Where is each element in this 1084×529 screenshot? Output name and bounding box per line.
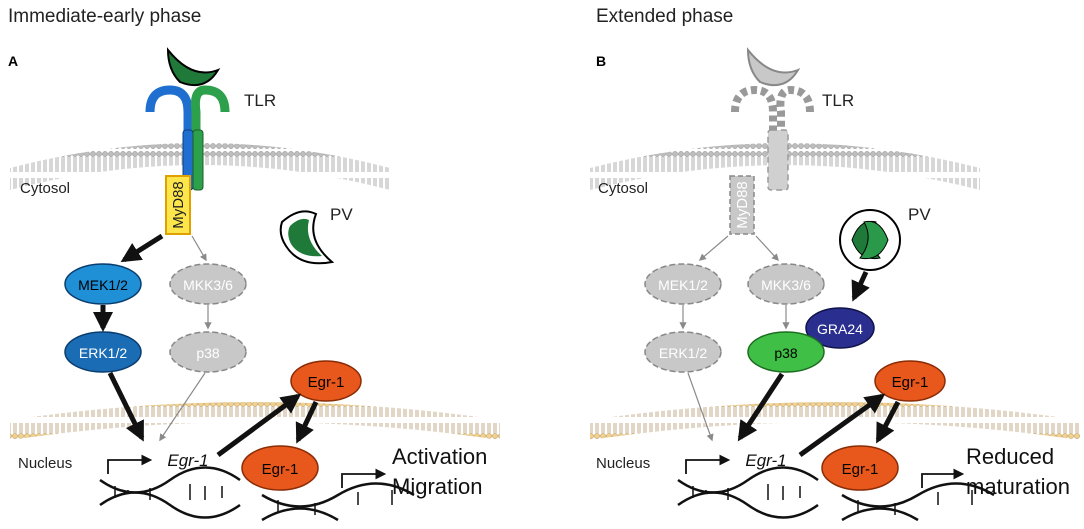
p38-node bbox=[169, 331, 247, 373]
erk-node-b bbox=[644, 331, 722, 373]
promoter-arrow-icon bbox=[107, 454, 153, 474]
tlr-label: TLR bbox=[244, 91, 276, 110]
erk-label: ERK1/2 bbox=[79, 345, 127, 361]
promoter-arrow-target-b-icon bbox=[921, 468, 965, 488]
myd88-label: MyD88 bbox=[170, 181, 187, 229]
arrow-myd88-mek-b bbox=[698, 235, 729, 261]
egr1-protein-bottom bbox=[241, 445, 319, 491]
outcome-line2: Migration bbox=[392, 474, 482, 499]
panel-b-title: Extended phase bbox=[596, 6, 733, 27]
egr1-top-label-b: Egr-1 bbox=[892, 374, 929, 391]
outcome-line2-b: maturation bbox=[966, 474, 1070, 499]
arrow-gene-protein bbox=[216, 393, 302, 458]
dna-helix-target-b-icon bbox=[841, 482, 995, 522]
pv-parasite-icon bbox=[288, 218, 322, 257]
arrow-myd88-mkk-b bbox=[755, 235, 779, 262]
plasma-membrane-b bbox=[590, 143, 980, 190]
egr1-protein-top bbox=[290, 360, 362, 402]
dna-helix-b-icon bbox=[677, 466, 819, 519]
outcome-line1-b: Reduced bbox=[966, 444, 1054, 469]
egr1-bottom-label: Egr-1 bbox=[262, 461, 299, 478]
erk-node bbox=[64, 331, 142, 373]
egr1-bottom-label-b: Egr-1 bbox=[842, 461, 879, 478]
panel-a-letter: A bbox=[8, 53, 18, 69]
mkk-node bbox=[169, 263, 247, 305]
erk-label-b: ERK1/2 bbox=[659, 345, 707, 361]
cytosol-label-b: Cytosol bbox=[598, 180, 648, 197]
gra24-label: GRA24 bbox=[817, 321, 863, 337]
p38-node-b bbox=[747, 331, 825, 373]
gra24-node bbox=[805, 307, 875, 349]
myd88-box bbox=[165, 175, 191, 235]
panel-b: Extended phase B TLR Cytosol MyD88 PV GR… bbox=[590, 6, 1080, 522]
p38-label-b: p38 bbox=[774, 345, 798, 361]
arrow-p38-egr1-b bbox=[737, 372, 785, 442]
arrow-erk-egr1-b bbox=[687, 372, 714, 442]
panel-a-title: Immediate-early phase bbox=[8, 6, 201, 27]
myd88-label-b: MyD88 bbox=[734, 181, 751, 229]
egr1-top-label: Egr-1 bbox=[308, 374, 345, 391]
tlr-receptor-inactive-icon bbox=[731, 85, 814, 191]
gene-label: Egr-1 bbox=[167, 451, 208, 470]
dna-helix-icon bbox=[99, 466, 241, 519]
mek-node-b bbox=[644, 263, 722, 305]
panel-a: Immediate-early phase A TLR Cytosol MyD8… bbox=[8, 6, 500, 522]
promoter-arrow-target-icon bbox=[341, 468, 387, 488]
pv-parasite-2-icon bbox=[859, 220, 889, 260]
myd88-box-b bbox=[729, 175, 755, 235]
pv-label: PV bbox=[330, 205, 353, 224]
arrow-pv-gra24 bbox=[851, 270, 870, 302]
dna-helix-target-icon bbox=[261, 482, 415, 522]
nuclear-membrane bbox=[10, 402, 500, 440]
arrow-protein-dna bbox=[295, 400, 319, 444]
panel-b-letter: B bbox=[596, 53, 606, 69]
mkk-label-b: MKK3/6 bbox=[761, 277, 811, 293]
plasma-membrane bbox=[10, 143, 390, 190]
nucleus-label: Nucleus bbox=[18, 455, 72, 472]
nucleus-label-b: Nucleus bbox=[596, 455, 650, 472]
gene-label-b: Egr-1 bbox=[745, 451, 786, 470]
arrow-p38-egr1 bbox=[159, 372, 206, 442]
mek-label-b: MEK1/2 bbox=[658, 277, 708, 293]
arrow-protein-dna-b bbox=[875, 400, 901, 444]
arrow-erk-egr1 bbox=[107, 371, 145, 442]
arrow-myd88-mkk bbox=[191, 235, 207, 262]
parasite-ligand-inactive-icon bbox=[746, 47, 801, 86]
mkk-node-b bbox=[747, 263, 825, 305]
mkk-label: MKK3/6 bbox=[183, 277, 233, 293]
parasite-ligand-icon bbox=[166, 47, 221, 86]
promoter-arrow-b-icon bbox=[685, 454, 731, 474]
tlr-label-b: TLR bbox=[822, 91, 854, 110]
egr1-protein-bottom-b bbox=[821, 445, 899, 491]
pv-label-b: PV bbox=[908, 205, 931, 224]
mek-label: MEK1/2 bbox=[78, 277, 128, 293]
p38-label: p38 bbox=[196, 345, 220, 361]
egr1-protein-top-b bbox=[874, 360, 946, 402]
arrow-myd88-mek bbox=[120, 233, 164, 263]
outcome-line1: Activation bbox=[392, 444, 487, 469]
cytosol-label: Cytosol bbox=[20, 180, 70, 197]
arrow-gene-protein-b bbox=[798, 393, 886, 458]
nuclear-membrane-b bbox=[590, 402, 1080, 440]
mek-node bbox=[64, 263, 142, 305]
